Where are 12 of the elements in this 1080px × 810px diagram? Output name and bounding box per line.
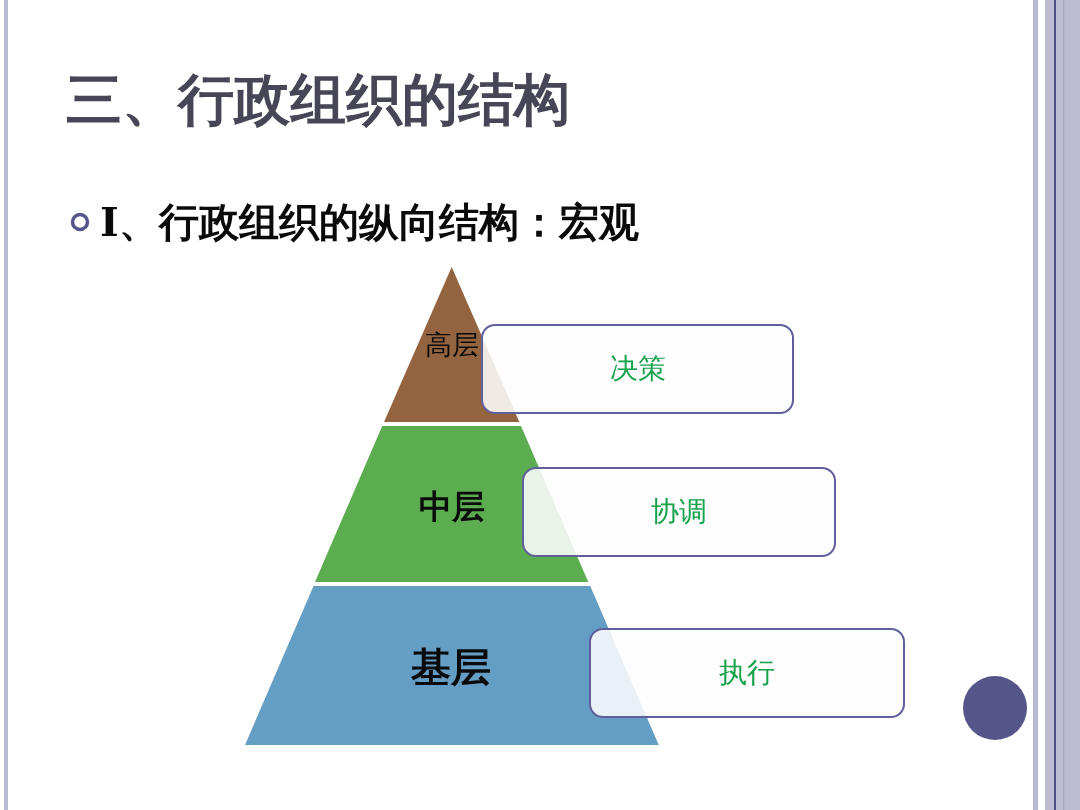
slide-title: 三、行政组织的结构 [66, 66, 570, 134]
tier-label: 中层 [419, 487, 485, 527]
tier-label: 基层 [411, 643, 491, 691]
function-box [589, 628, 905, 718]
function-box [481, 324, 794, 414]
pyramid-tier [245, 586, 659, 745]
bullet-text: I、行政组织的纵向结构：宏观 [100, 198, 639, 246]
function-box [522, 467, 836, 557]
function-label: 决策 [609, 352, 666, 386]
tier-label: 高层 [425, 328, 479, 362]
function-label: 执行 [719, 656, 775, 690]
function-label: 协调 [651, 495, 707, 529]
